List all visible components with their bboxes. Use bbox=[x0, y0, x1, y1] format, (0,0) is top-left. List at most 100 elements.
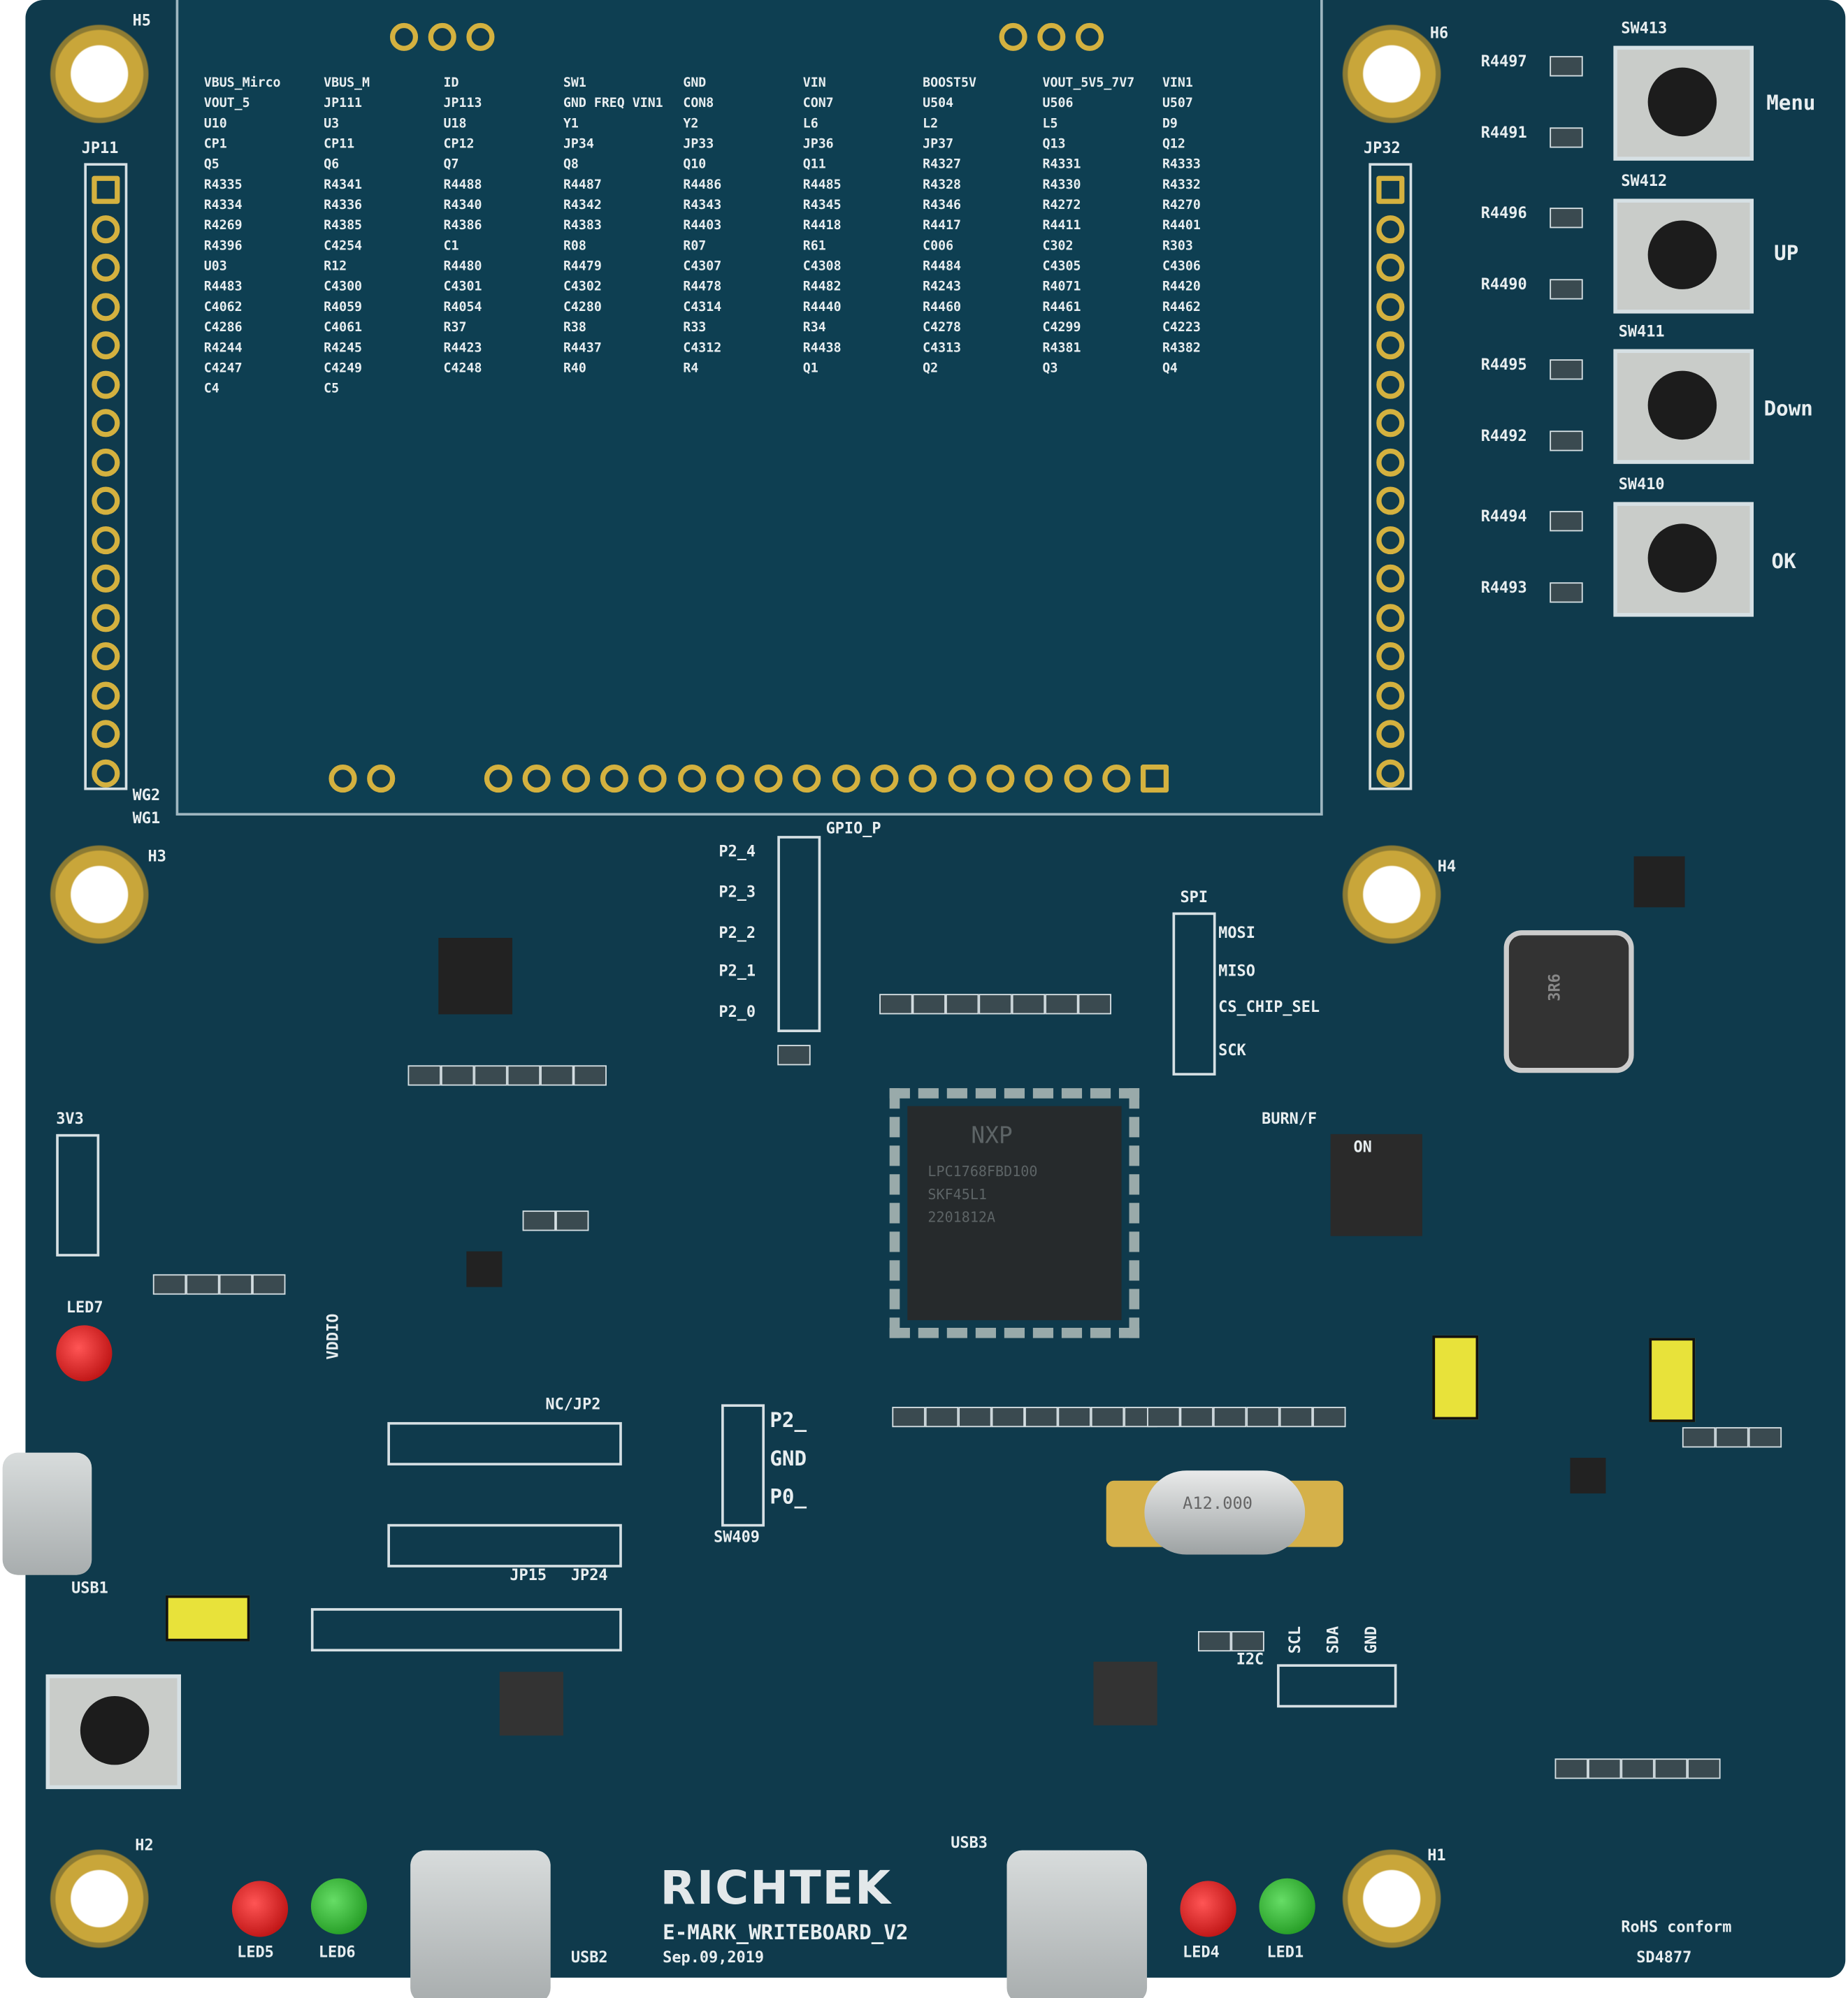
smd-component bbox=[1057, 1407, 1091, 1428]
pin-label: SCL bbox=[1285, 1626, 1304, 1654]
header-label: SW409 bbox=[714, 1528, 760, 1546]
silkscreen-label: GND FREQ VIN1 bbox=[563, 96, 663, 111]
silkscreen-label: R4343 bbox=[683, 198, 722, 213]
silkscreen-label: R4330 bbox=[1042, 178, 1081, 193]
silkscreen-label: R4340 bbox=[443, 198, 482, 213]
button-ref: SW413 bbox=[1621, 19, 1668, 37]
pin-pad bbox=[1376, 603, 1405, 632]
silkscreen-label: U506 bbox=[1042, 96, 1074, 111]
header-label: JP24 bbox=[570, 1565, 608, 1584]
silkscreen-label: Q5 bbox=[203, 158, 219, 173]
hole-label: H5 bbox=[132, 11, 151, 29]
ic-u1 bbox=[1633, 856, 1685, 908]
pin-pad bbox=[754, 765, 783, 793]
smd-component bbox=[522, 1210, 556, 1231]
silkscreen-label: U03 bbox=[203, 259, 227, 275]
pin-pad bbox=[1376, 253, 1405, 282]
button-down bbox=[1613, 349, 1754, 464]
silkscreen-label: R4245 bbox=[324, 341, 363, 356]
resistor-label: R4493 bbox=[1480, 578, 1527, 597]
pin-pad bbox=[92, 292, 120, 321]
rohs-label: RoHS conform bbox=[1621, 1918, 1732, 1936]
silkscreen-label: R4482 bbox=[802, 280, 842, 295]
smd-component bbox=[556, 1210, 589, 1231]
silkscreen-label: Q10 bbox=[683, 158, 707, 173]
silkscreen-label: R4336 bbox=[324, 198, 363, 213]
silkscreen-label: VOUT_5V5_7V7 bbox=[1042, 76, 1135, 91]
silkscreen-label: Q12 bbox=[1162, 137, 1185, 152]
mcu-marking: 2201812A bbox=[927, 1209, 996, 1226]
silkscreen-label: D9 bbox=[1162, 117, 1178, 131]
pin-pad bbox=[428, 22, 456, 51]
silkscreen-label: GND bbox=[683, 76, 707, 91]
silkscreen-label: R4334 bbox=[203, 198, 243, 213]
pin-pad bbox=[1102, 765, 1130, 793]
silkscreen-label: Q11 bbox=[802, 158, 826, 173]
smd-component bbox=[1197, 1630, 1232, 1652]
header-jp15 bbox=[387, 1523, 622, 1568]
pin-pad bbox=[986, 765, 1015, 793]
ic-u504 bbox=[499, 1672, 563, 1736]
pin-pad bbox=[389, 22, 419, 51]
header-p2 bbox=[721, 1404, 765, 1527]
header-3v3 bbox=[56, 1134, 100, 1257]
silkscreen-label: VBUS_M bbox=[324, 76, 370, 91]
pin-label: GND bbox=[1362, 1626, 1380, 1654]
pin-pad bbox=[466, 22, 495, 51]
header-label: JP11 bbox=[81, 138, 119, 157]
silkscreen-label: C4 bbox=[203, 382, 219, 397]
button-label: Down bbox=[1763, 396, 1813, 421]
silkscreen-label: CP12 bbox=[443, 137, 475, 152]
silkscreen-label: R4462 bbox=[1162, 301, 1201, 315]
pin-label: P2_3 bbox=[719, 883, 756, 902]
ic-u18 bbox=[1093, 1661, 1157, 1725]
silkscreen-label: Y2 bbox=[683, 117, 699, 131]
silkscreen-label: C4299 bbox=[1042, 321, 1081, 335]
resistor-label: R4495 bbox=[1480, 355, 1527, 374]
pin-pad bbox=[92, 253, 120, 282]
mounting-hole bbox=[1338, 20, 1445, 128]
silkscreen-label: R4385 bbox=[324, 219, 363, 233]
silkscreen-label: R4420 bbox=[1162, 280, 1201, 295]
smd-component bbox=[1313, 1407, 1346, 1428]
led6 bbox=[310, 1878, 368, 1934]
led4 bbox=[1180, 1881, 1236, 1937]
mounting-hole bbox=[1338, 841, 1445, 948]
pin-pad bbox=[1376, 758, 1405, 787]
ic-u507 bbox=[466, 1251, 503, 1287]
smd-component bbox=[958, 1407, 992, 1428]
silkscreen-label: Q6 bbox=[324, 158, 340, 173]
pin-label: MOSI bbox=[1218, 923, 1255, 942]
led-label: LED7 bbox=[66, 1298, 103, 1317]
smd-component bbox=[1687, 1758, 1721, 1779]
burn-label: BURN/F bbox=[1262, 1110, 1318, 1128]
pin-pad bbox=[92, 758, 120, 787]
mounting-hole bbox=[1338, 1845, 1445, 1953]
smd-component bbox=[892, 1407, 925, 1428]
resistor bbox=[1550, 511, 1583, 532]
header-jp24 bbox=[310, 1608, 622, 1652]
silkscreen-label: U18 bbox=[443, 117, 467, 131]
silkscreen-label: C4247 bbox=[203, 361, 243, 376]
resistor bbox=[1550, 208, 1583, 229]
led7 bbox=[56, 1325, 113, 1382]
silkscreen-label: JP34 bbox=[563, 137, 594, 152]
i2c-label: I2C bbox=[1236, 1650, 1264, 1668]
silkscreen-label: R4440 bbox=[802, 301, 842, 315]
pin-pad bbox=[1376, 331, 1405, 360]
pin-pad bbox=[1376, 681, 1405, 709]
silkscreen-label: R4486 bbox=[683, 178, 722, 193]
header-spi bbox=[1172, 912, 1216, 1076]
silkscreen-label: R4478 bbox=[683, 280, 722, 295]
header-jp11 bbox=[84, 163, 128, 790]
usb-label: USB1 bbox=[71, 1579, 108, 1597]
pin-label: P2_4 bbox=[719, 842, 756, 860]
silkscreen-label: R4269 bbox=[203, 219, 243, 233]
silkscreen-label: R4396 bbox=[203, 239, 243, 254]
pin-label: MISO bbox=[1218, 962, 1255, 980]
usb-c-connector bbox=[410, 1850, 551, 1998]
pin-pad bbox=[1376, 292, 1405, 321]
resistor-label: R4491 bbox=[1480, 123, 1527, 142]
smd-component bbox=[540, 1065, 574, 1086]
